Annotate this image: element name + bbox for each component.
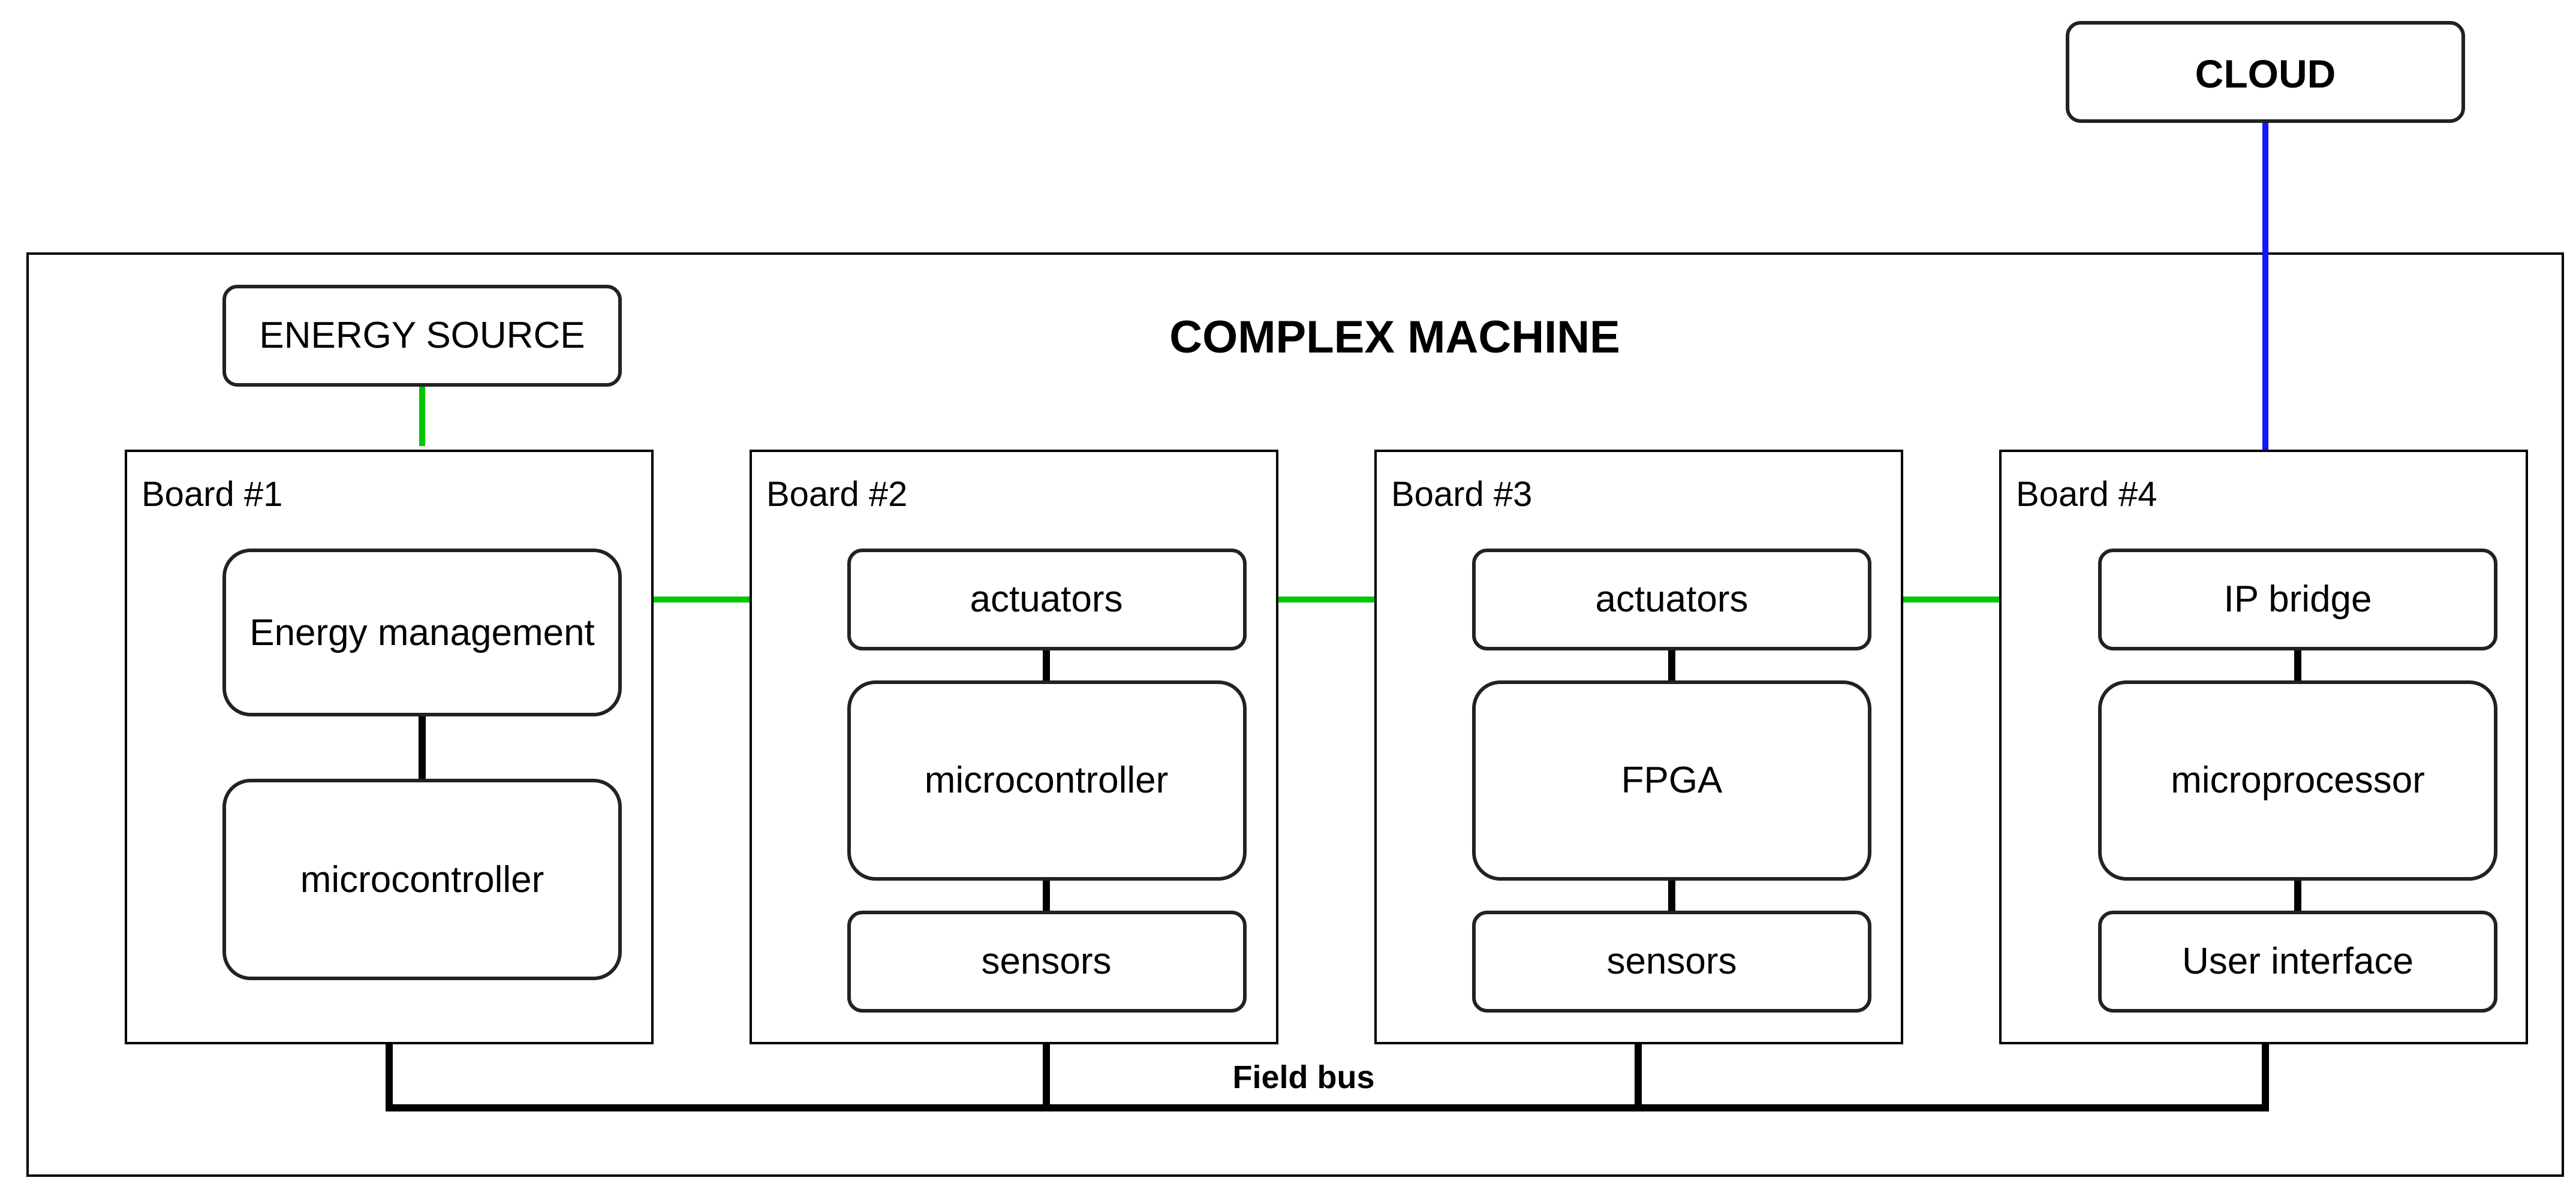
actuators-label-3: actuators: [1595, 579, 1748, 620]
board-3: Board #3 actuators FPGA sensors: [1374, 450, 1903, 1044]
cloud-box: [2066, 21, 2465, 123]
sensors-label-2: sensors: [981, 941, 1111, 982]
sensors-block-3: [1472, 911, 1871, 1013]
fpga-block: [1472, 680, 1871, 881]
microcontroller-label-2: microcontroller: [925, 760, 1169, 801]
energy-source-box: [222, 285, 622, 387]
energy-management-block: [222, 549, 622, 716]
machine-title: COMPLEX MACHINE: [1169, 312, 1620, 363]
board-1: Board #1 Energy management microcontroll…: [125, 450, 654, 1044]
cloud-label: CLOUD: [2195, 52, 2336, 96]
board-2: Board #2 actuators microcontroller senso…: [750, 450, 1278, 1044]
field-bus-label: Field bus: [1232, 1059, 1374, 1095]
board-1-title: Board #1: [142, 475, 282, 514]
actuators-block-3: [1472, 549, 1871, 650]
microcontroller-label-1: microcontroller: [300, 859, 544, 900]
ip-bridge-block: [2098, 549, 2497, 650]
microprocessor-block: [2098, 680, 2497, 881]
ip-bridge-label: IP bridge: [2223, 579, 2372, 620]
microprocessor-label: microprocessor: [2171, 760, 2425, 801]
field-bus-line: [386, 1043, 2269, 1111]
board-2-title: Board #2: [766, 475, 907, 514]
microcontroller-block-2: [847, 680, 1247, 881]
actuators-label-2: actuators: [970, 579, 1123, 620]
board-3-title: Board #3: [1391, 475, 1532, 514]
microcontroller-block-1: [222, 779, 622, 980]
board-4-title: Board #4: [2016, 475, 2157, 514]
user-interface-block: [2098, 911, 2497, 1013]
energy-management-label: Energy management: [249, 612, 595, 653]
user-interface-label: User interface: [2182, 941, 2414, 982]
sensors-label-3: sensors: [1606, 941, 1737, 982]
fpga-label: FPGA: [1621, 760, 1723, 801]
sensors-block-2: [847, 911, 1247, 1013]
actuators-block-2: [847, 549, 1247, 650]
energy-source-label: ENERGY SOURCE: [259, 315, 585, 356]
board-4: Board #4 IP bridge microprocessor User i…: [1999, 450, 2528, 1044]
